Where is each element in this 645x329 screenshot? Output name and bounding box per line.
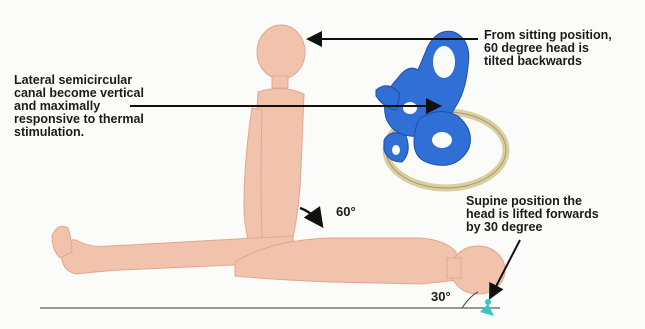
inner-ear-labyrinth <box>376 31 470 165</box>
supine-figure <box>235 238 505 294</box>
caption-line: stimulation. <box>14 126 144 139</box>
rotation-arrow <box>300 208 322 226</box>
caption-line: by 30 degree <box>466 221 599 234</box>
marker-dot <box>485 299 491 305</box>
marker-icon <box>480 304 494 316</box>
sitting-position-caption: From sitting position, 60 degree head is… <box>484 29 612 68</box>
sitting-figure <box>244 25 305 254</box>
supine-position-caption: Supine position the head is lifted forwa… <box>466 195 599 234</box>
caption-line: tilted backwards <box>484 55 612 68</box>
lateral-canal-caption: Lateral semicircular canal become vertic… <box>14 74 144 139</box>
sixty-degree-label: 60° <box>336 205 356 218</box>
thirty-degree-label: 30° <box>431 290 451 303</box>
